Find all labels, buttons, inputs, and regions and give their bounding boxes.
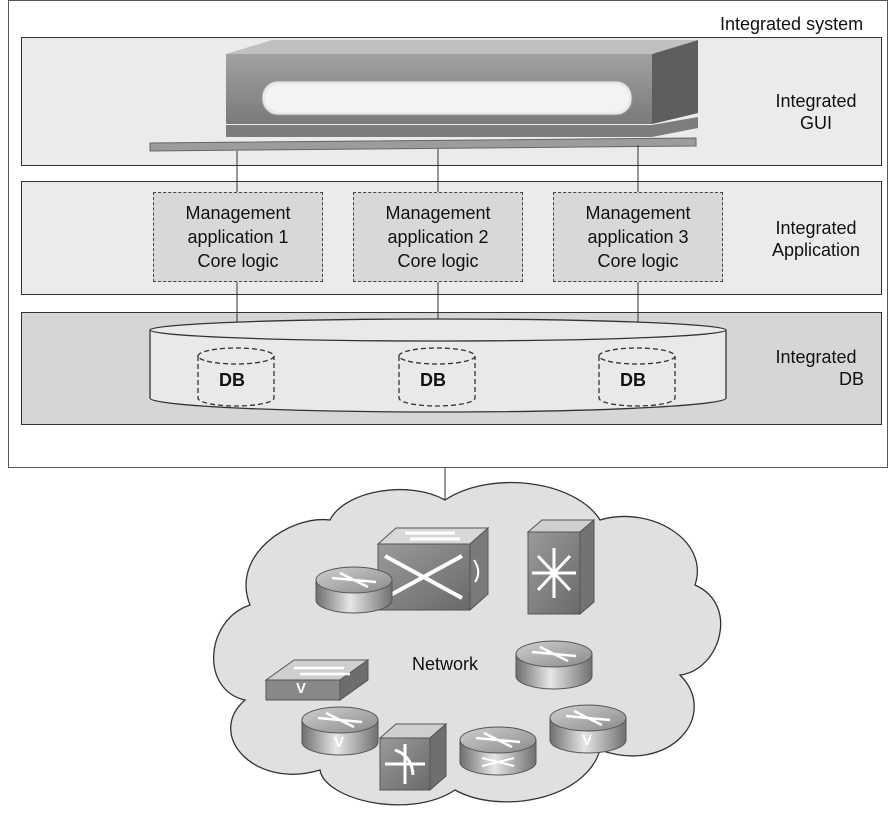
- db-label-1: DB: [219, 370, 245, 390]
- voice-router-icon-1: [301, 706, 379, 756]
- app-3-line2: application 3: [587, 227, 689, 247]
- gui-layer-label: Integrated GUI: [760, 90, 872, 134]
- layer3-switch-icon: [378, 722, 448, 792]
- app-to-db-connectors: [236, 282, 639, 322]
- db-layer-label: Integrated DB: [760, 346, 872, 390]
- gui-monitor-icon: [149, 40, 698, 152]
- db-label-line2: DB: [838, 369, 864, 389]
- voice-switch-icon: [264, 659, 370, 701]
- application-label-line2: Application: [771, 240, 861, 260]
- multilayer-switch-icon: [526, 518, 596, 616]
- app-1-line3: Core logic: [197, 251, 279, 271]
- integrated-system-title: Integrated system: [720, 14, 864, 34]
- db-cylinders: [197, 347, 676, 407]
- voice-badge-router-1: V: [334, 734, 345, 751]
- integrated-db-cylinder: [149, 318, 727, 413]
- voice-badge-router-2: V: [582, 732, 593, 749]
- app-1-line1: Management: [185, 203, 291, 223]
- app-3-line3: Core logic: [597, 251, 679, 271]
- db-cylinder-1: [197, 347, 275, 407]
- network-label: Network: [412, 654, 479, 674]
- gui-to-app-connectors: [236, 145, 639, 192]
- router-icon-2: [515, 640, 593, 690]
- gui-label-line2: GUI: [799, 113, 832, 133]
- voice-badge-switch: V: [296, 680, 307, 697]
- application-label-line1: Integrated: [775, 218, 857, 238]
- db-label-3: DB: [620, 370, 646, 390]
- gui-label-line1: Integrated: [775, 91, 857, 111]
- app-2-line3: Core logic: [397, 251, 479, 271]
- app-3-line1: Management: [585, 203, 691, 223]
- app-2-line1: Management: [385, 203, 491, 223]
- db-label-line1: Integrated: [775, 347, 857, 367]
- management-app-3-box: Management application 3 Core logic: [553, 192, 723, 282]
- db-cylinder-2: [398, 347, 476, 407]
- db-cylinder-3: [598, 347, 676, 407]
- app-1-line2: application 1: [187, 227, 289, 247]
- application-layer-label: Integrated Application: [755, 217, 877, 261]
- atm-switch-icon: [376, 526, 490, 612]
- app-2-line2: application 2: [387, 227, 489, 247]
- router-icon-3: [459, 726, 537, 776]
- db-label-2: DB: [420, 370, 446, 390]
- management-app-2-box: Management application 2 Core logic: [353, 192, 523, 282]
- voice-router-icon-2: [549, 704, 627, 754]
- management-app-1-box: Management application 1 Core logic: [153, 192, 323, 282]
- router-icon-1: [315, 566, 393, 614]
